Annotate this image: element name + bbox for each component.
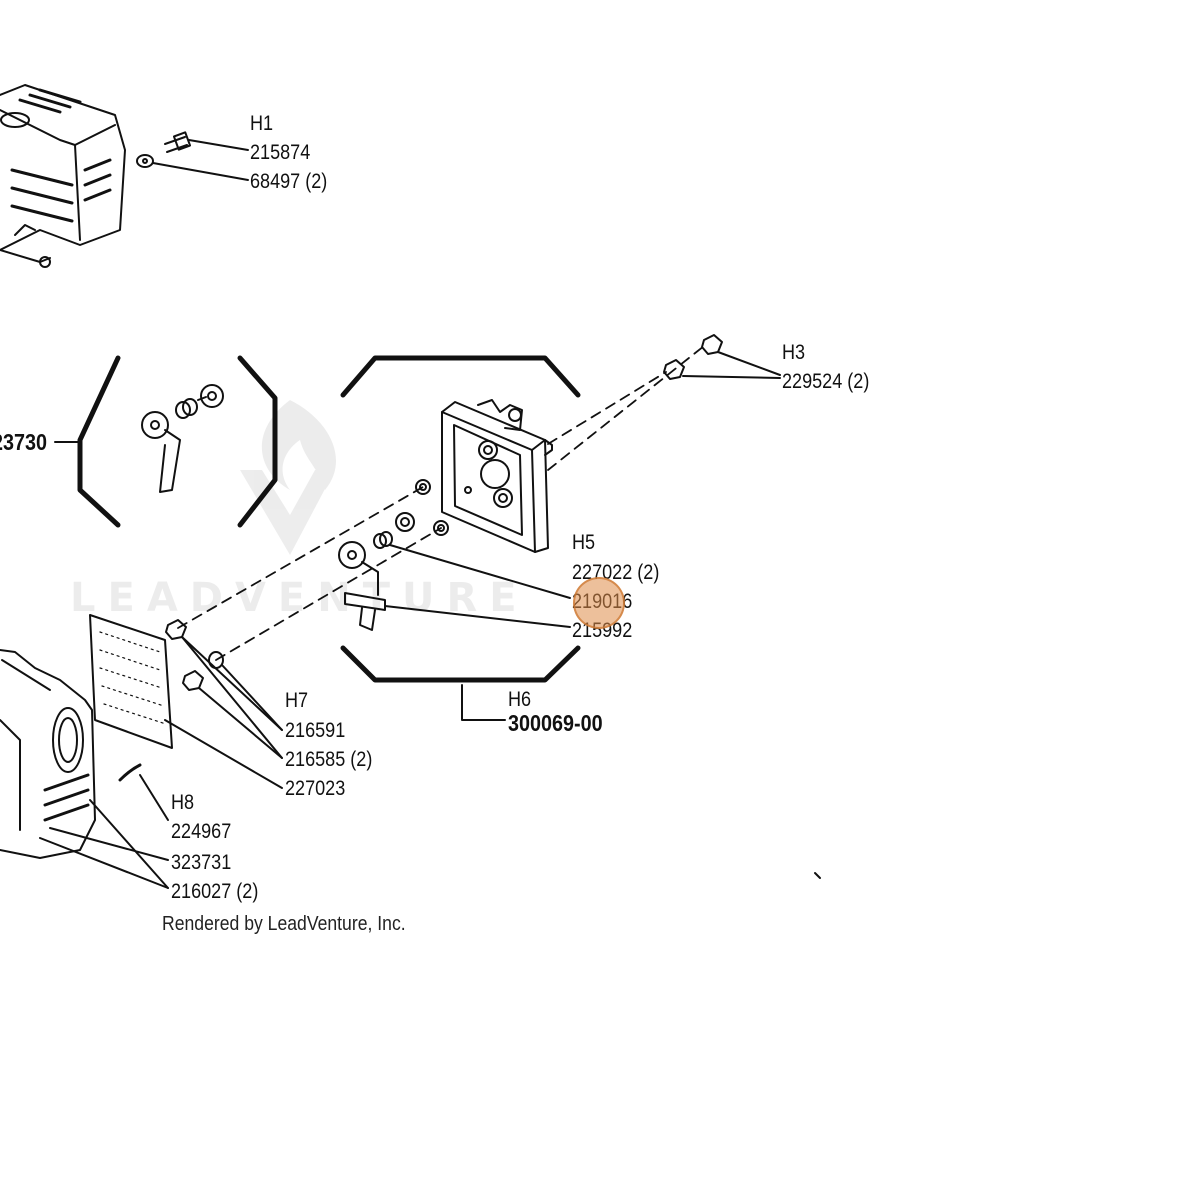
callout-h6-ref: H6 (508, 688, 532, 711)
h8-leaders (39, 774, 169, 889)
kit-bracket-center (340, 355, 581, 683)
callout-h7-part-1[interactable]: 216591 (285, 719, 346, 742)
h5-leaders (384, 544, 571, 628)
h5-parts (338, 479, 449, 631)
air-filter-housing-part (441, 399, 553, 553)
kit-bracket-center-leader (461, 684, 506, 721)
selected-part-hotspot[interactable] (573, 577, 625, 629)
air-filter-cover-part (0, 649, 96, 859)
air-filter-element-part (89, 614, 173, 749)
kit-left-parts (141, 384, 224, 493)
callout-h7-ref: H7 (285, 689, 309, 712)
engine-shroud-part (0, 84, 126, 268)
kit-bracket-left (77, 355, 278, 528)
h3-nuts (663, 334, 723, 380)
watermark-logo (240, 400, 337, 555)
h1-screw-washer (136, 131, 249, 181)
h8-seal-part (118, 763, 142, 782)
render-credit: Rendered by LeadVenture, Inc. (162, 913, 406, 935)
h7-parts (165, 619, 224, 691)
callout-h8-part-1[interactable]: 224967 (171, 820, 232, 843)
assembly-dashed-lines (177, 345, 705, 661)
callout-h3-ref: H3 (782, 341, 806, 364)
stray-mark (814, 872, 821, 879)
callout-h8-part-2[interactable]: 323731 (171, 851, 232, 874)
callout-h1-part-2[interactable]: 68497 (2) (250, 170, 328, 193)
callout-h7-part-2[interactable]: 216585 (2) (285, 748, 373, 771)
callout-h1-part-1[interactable]: 215874 (250, 141, 311, 164)
callout-kit-300069-00[interactable]: 300069-00 (508, 710, 603, 736)
callout-h8-part-3[interactable]: 216027 (2) (171, 880, 259, 903)
h3-leaders (682, 351, 781, 379)
callout-h7-part-3[interactable]: 227023 (285, 777, 346, 800)
h7-leaders (164, 636, 283, 789)
callout-h5-ref: H5 (572, 531, 596, 554)
callout-h3-part-1[interactable]: 229524 (2) (782, 370, 870, 393)
callout-h8-ref: H8 (171, 791, 195, 814)
callout-kit-323730[interactable]: 323730 (0, 429, 48, 455)
callout-h1-ref: H1 (250, 112, 274, 135)
